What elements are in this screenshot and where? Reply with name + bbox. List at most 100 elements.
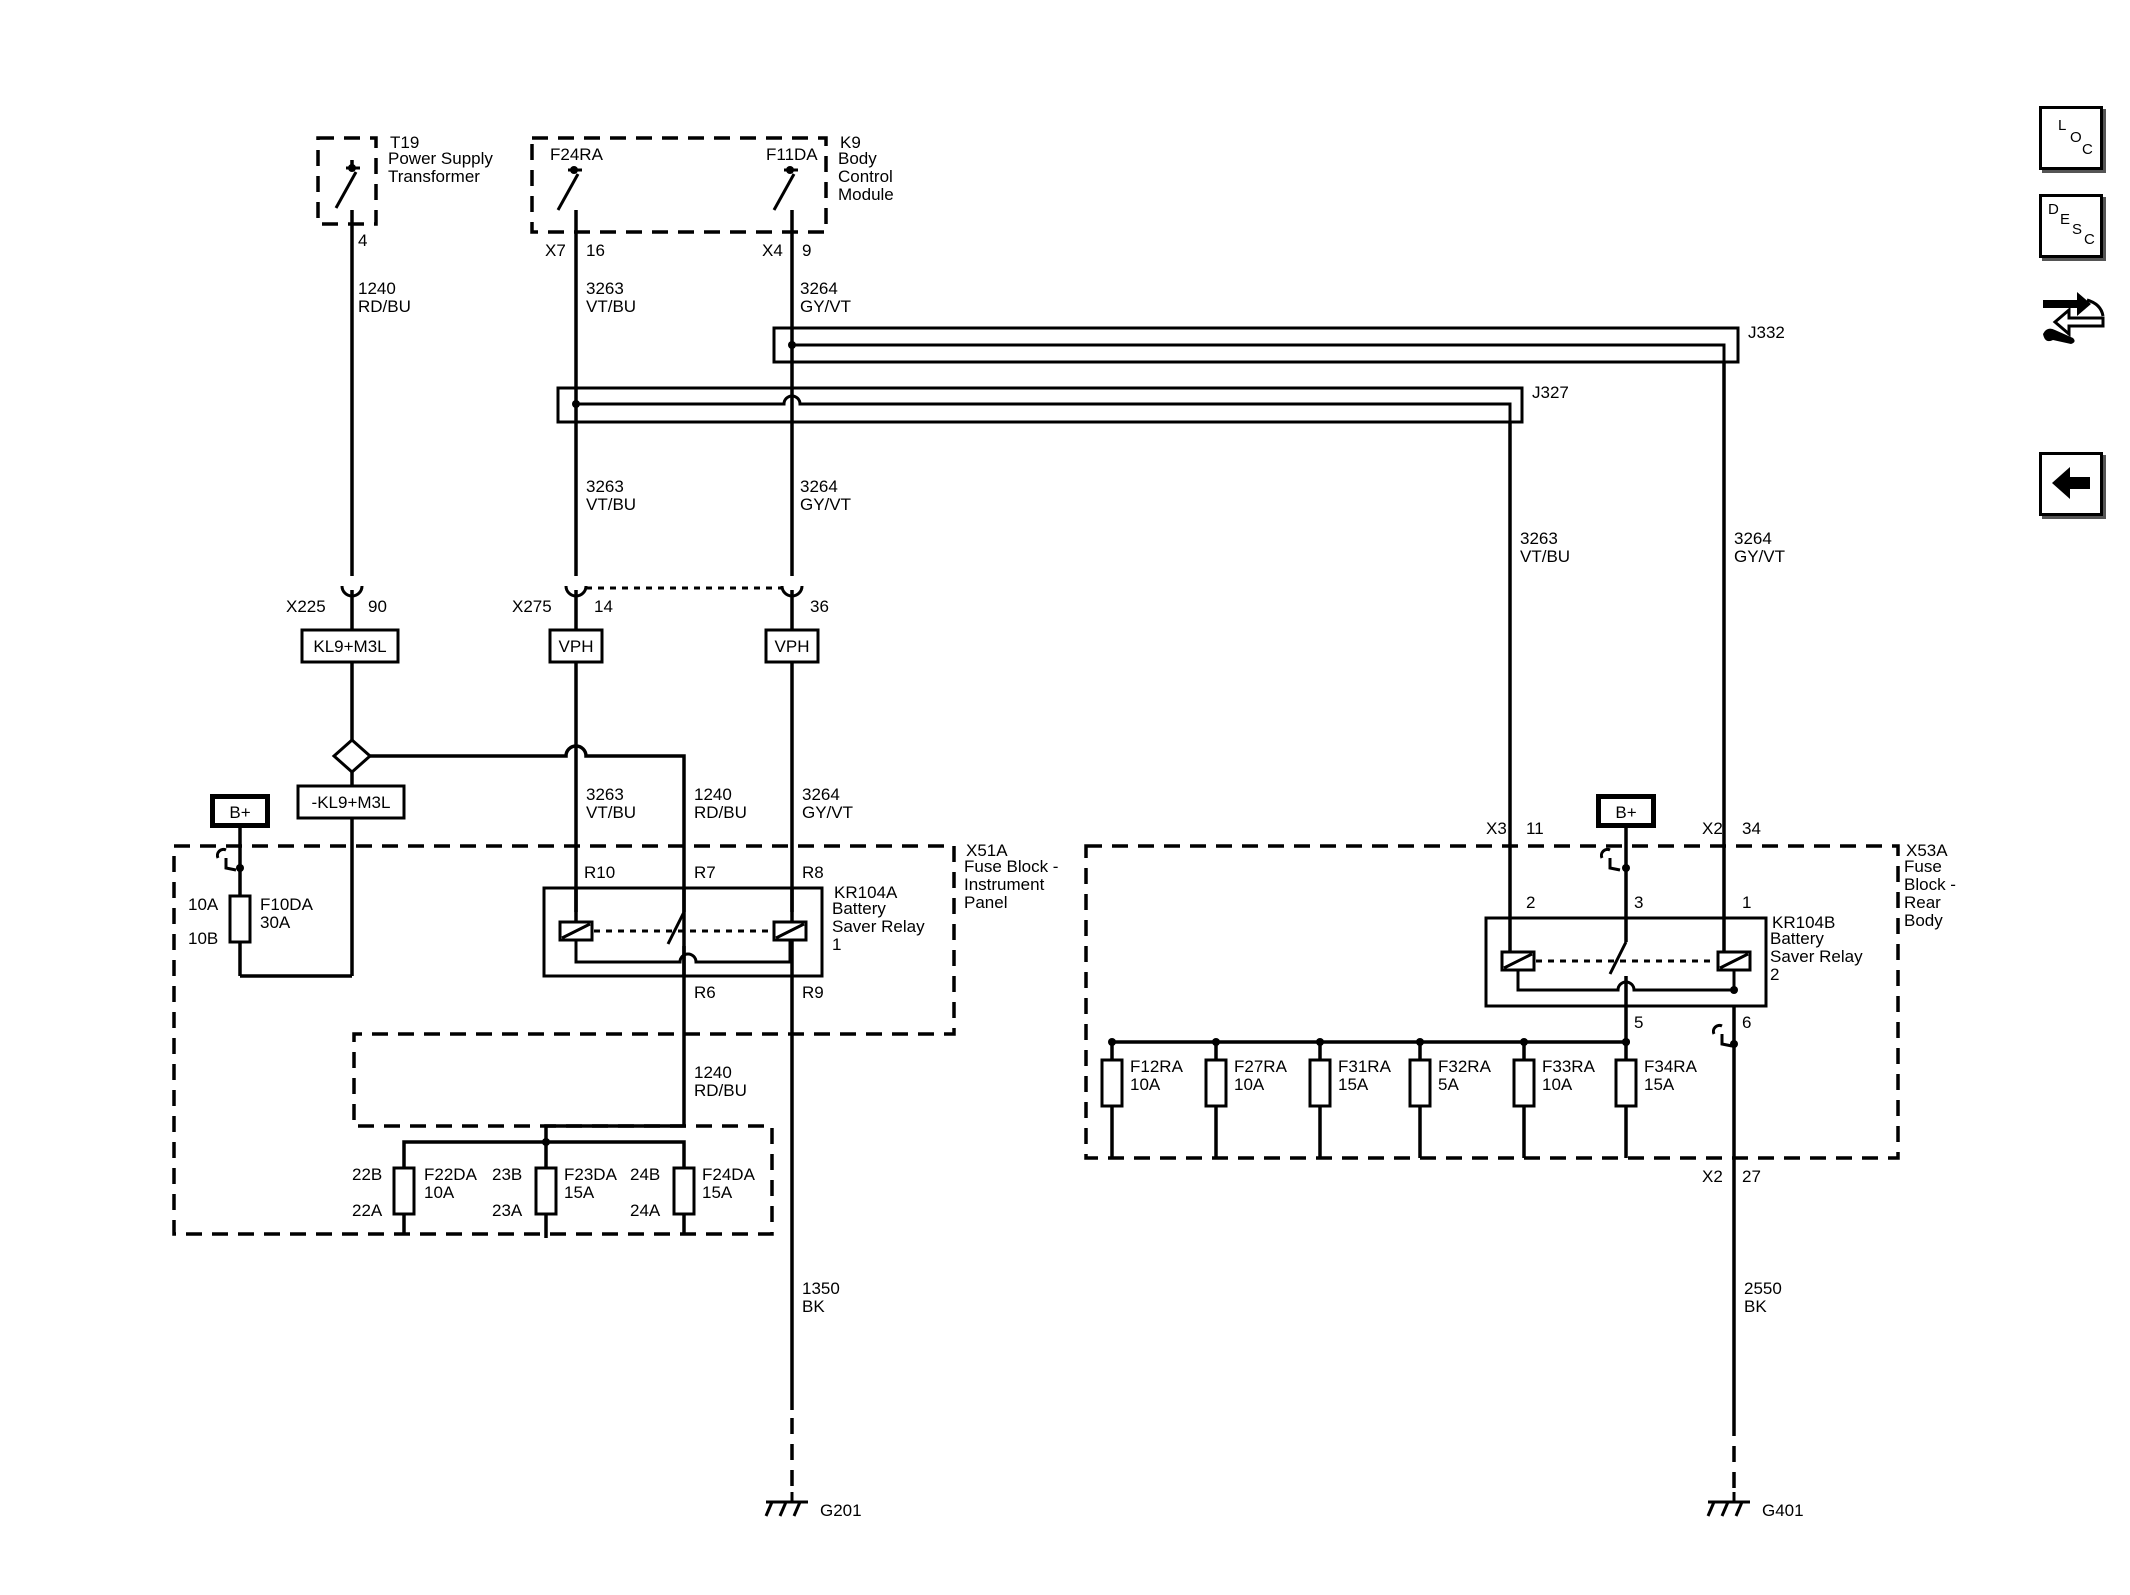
wire-1350-num: 1350 [802,1279,840,1298]
desc-letter-1: D [2048,201,2059,218]
f10da-pin-out: 10B [188,929,218,948]
x225-pin: 90 [368,597,387,616]
x275-pin1: 14 [594,597,613,616]
f23da-pin-bot: 23A [492,1201,523,1220]
connector-wrench-icon [2043,292,2105,344]
kr104b-pin-1: 1 [1742,893,1751,912]
wire-1240-fuse-bus-right [546,1140,686,1168]
wire-1240-color-2: RD/BU [694,803,747,822]
f10da-pin-in: 10A [188,895,219,914]
wire-3264-color-4: GY/VT [802,803,853,822]
label-kl9-m3l: KL9+M3L [300,628,400,664]
x51a-name: Fuse Block - Instrument Panel [964,858,1059,912]
wire-3263-num-4: 3263 [586,785,624,804]
fuse-name: F33RA [1542,1057,1596,1076]
svg-text:VPH: VPH [775,637,810,656]
fuse-f10da: 10A 10B F10DA 30A [188,894,352,978]
k9-conn2: X4 [762,241,783,260]
fuse-f24da: 24B 24A F24DA 15A [630,1165,756,1234]
connector-x225: X225 90 [286,585,387,630]
x275-pin2: 36 [810,597,829,616]
wire-3263-color-1: VT/BU [586,297,636,316]
kr104a-ref: KR104A [834,883,898,902]
fuse-name: F32RA [1438,1057,1492,1076]
fuse-rating: 15A [1338,1075,1369,1094]
x51a-ref: X51A [966,841,1008,860]
wire-1240-color-1: RD/BU [358,297,411,316]
k9-pin1: 16 [586,241,605,260]
f24da-pin-top: 24B [630,1165,660,1184]
t19-name-box: Power Supply Transformer [388,150,493,186]
relay6-jumper [1711,1023,1733,1048]
k9-pin2: 9 [802,241,811,260]
x53a-name-box: Fuse Block - Rear Body [1904,858,1956,930]
x53a-name: Fuse Block - Rear Body [1904,858,1956,930]
k9-ref: K9 [840,133,861,152]
kr104a-name: Battery Saver Relay 1 [832,900,925,954]
wire-3263-num-1: 3263 [586,279,624,298]
fuse-rating: 5A [1438,1075,1459,1094]
rear-fuse-group: F12RA10AF27RA10AF31RA15AF32RA5AF33RA10AF… [1100,1038,1698,1158]
splice-j327: J327 [556,383,1569,424]
fuse-block-x53a: X53A Fuse Block - Rear Body [1084,841,1956,1160]
svg-text:KL9+M3L: KL9+M3L [313,637,386,656]
ground-g401: G401 [1706,1492,1804,1520]
kr104a-pin-r7: R7 [694,863,716,882]
label-vph-2: VPH [764,628,820,664]
g201-label: G201 [820,1501,862,1520]
fuse-rating: 15A [1644,1075,1675,1094]
fuse-f22da: 22B 22A F22DA 10A [352,1165,478,1234]
f24da-rating: 15A [702,1183,733,1202]
g401-label: G401 [1762,1501,1804,1520]
wire-3264-num-2: 3264 [800,477,838,496]
svg-text:VPH: VPH [559,637,594,656]
kr104b-pin-5: 5 [1634,1013,1643,1032]
wire-3263-num-3: 3263 [1520,529,1558,548]
kr104b-ref: KR104B [1772,913,1835,932]
svg-text:B+: B+ [229,803,250,822]
wire-1240-num-3: 1240 [694,1063,732,1082]
wire-1350-color: BK [802,1297,825,1316]
description-button[interactable]: D E S C [2039,194,2103,258]
x2-pin-1: 34 [1742,819,1761,838]
kr104b-pin-2: 2 [1526,893,1535,912]
loc-letter-3: C [2082,141,2093,158]
t19-name: Power Supply Transformer [388,150,493,186]
location-button[interactable]: L O C [2039,106,2103,170]
ground-g201: G201 [764,1492,862,1520]
desc-letter-4: C [2084,231,2095,248]
t19-power-supply-transformer: T19 Power Supply Transformer 4 [316,133,493,250]
wire-3264-num-3: 3264 [1734,529,1772,548]
svg-text:-KL9+M3L: -KL9+M3L [312,793,391,812]
back-button[interactable] [2039,452,2103,516]
x2-label-1: X2 [1702,819,1723,838]
connector-identification-button[interactable] [2037,282,2109,354]
f10da-rating: 30A [260,913,291,932]
k9-body-control-module: F24RA F11DA K9 Body Control Module X7 16… [530,133,894,260]
kr104a-pin-r6: R6 [694,983,716,1002]
t19-pin: 4 [358,231,367,250]
connector-x275: X275 14 36 [512,585,829,630]
x3-pin: 11 [1526,819,1544,838]
label-neg-kl9-m3l: -KL9+M3L [296,784,406,820]
k9-switch2: F11DA [766,145,818,164]
j327-label: J327 [1532,383,1569,402]
wire-3264-num-4: 3264 [802,785,840,804]
kr104b-name: Battery Saver Relay 2 [1770,930,1863,984]
wire-2550-color: BK [1744,1297,1767,1316]
wire-3264-color-1: GY/VT [800,297,851,316]
wire-3264-color-3: GY/VT [1734,547,1785,566]
kr104b-pin-6: 6 [1742,1013,1751,1032]
x275-label: X275 [512,597,552,616]
f24da-name: F24DA [702,1165,756,1184]
x53a-ref: X53A [1906,841,1948,860]
fuse-name: F12RA [1130,1057,1184,1076]
desc-letter-3: S [2072,221,2083,238]
relay-kr104a: R10 R7 R8 R6 R9 KR104A Battery Saver Rel… [542,863,925,1002]
